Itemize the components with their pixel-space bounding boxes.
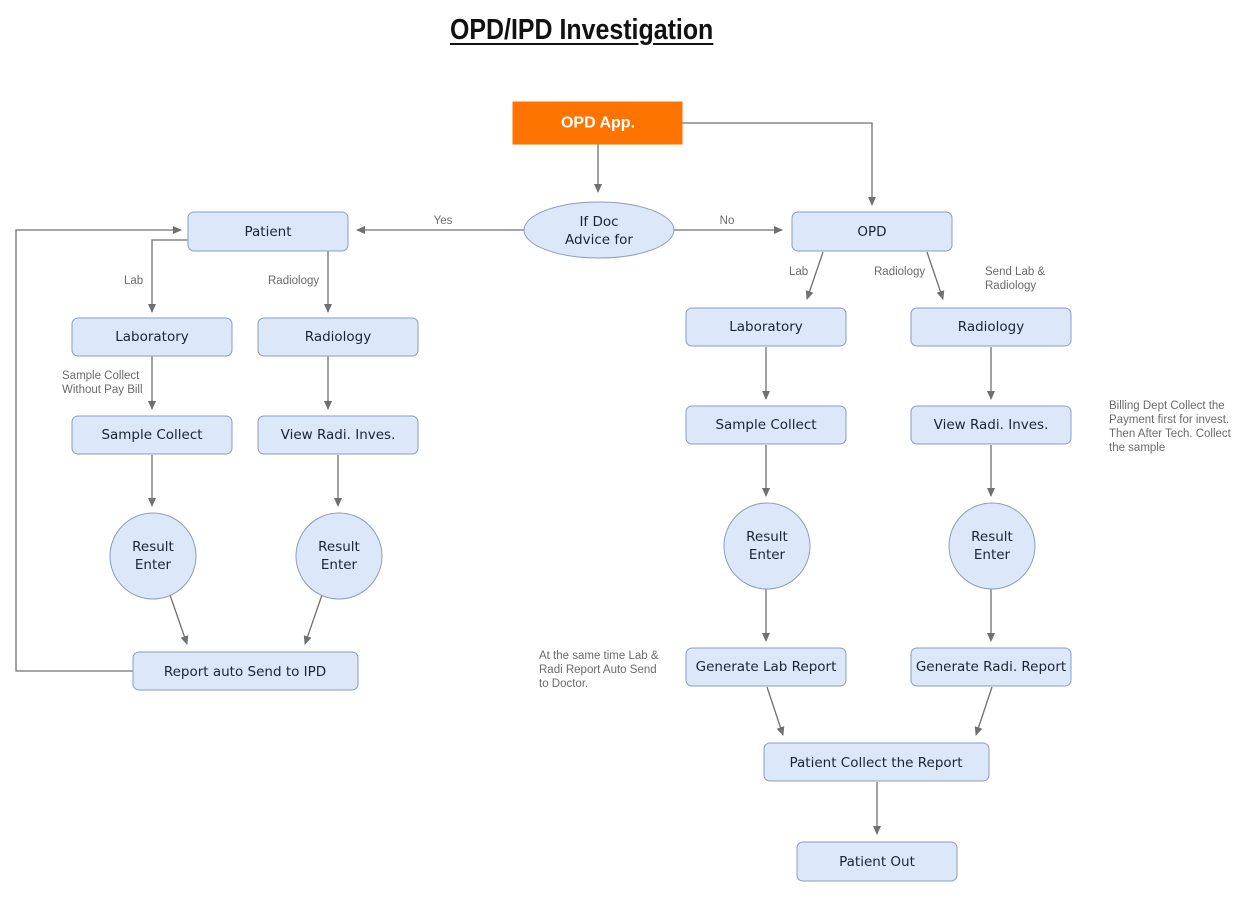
note-sample-collect-line1: Sample Collect (62, 370, 140, 382)
node-ipd-sample-collect-label: Sample Collect (101, 427, 202, 443)
node-opd-gen-lab-report-label: Generate Lab Report (696, 659, 837, 675)
node-patient-out: Patient Out (796, 841, 958, 882)
node-patient-collect: Patient Collect the Report (763, 742, 990, 782)
edge-opd-laboratory (805, 251, 824, 300)
node-ipd-patient-label: Patient (244, 224, 291, 240)
edge-ipd-labresult-report (169, 594, 189, 645)
note-send-lab-line2: Radiology (985, 280, 1036, 292)
node-opd-radi-result: Result Enter (948, 502, 1036, 590)
edge-label-ipd-lab: Lab (124, 275, 143, 287)
edge-label-ipd-radiology: Radiology (268, 275, 319, 287)
node-ipd-view-radi-label: View Radi. Inves. (281, 427, 396, 443)
node-ipd-radi-result: Result Enter (295, 512, 383, 600)
node-ipd-radi-result-line1: Result (318, 539, 360, 555)
node-opd-sample-collect: Sample Collect (685, 405, 847, 445)
node-decision: If Doc Advice for (523, 201, 675, 259)
edges (15, 122, 995, 835)
node-ipd-radi-result-line2: Enter (321, 557, 358, 573)
node-ipd-patient: Patient (187, 211, 349, 252)
note-billing-line3: Then After Tech. Collect (1109, 428, 1232, 440)
node-patient-out-label: Patient Out (839, 854, 915, 870)
diagram-title: OPD/IPD Investigation (450, 14, 714, 46)
node-opd-gen-lab-report: Generate Lab Report (685, 647, 847, 687)
node-opd-radiology-label: Radiology (958, 319, 1025, 335)
edge-label-opd-lab: Lab (789, 266, 808, 278)
node-ipd-lab-result: Result Enter (109, 512, 197, 600)
node-opd-label: OPD (857, 224, 886, 240)
node-ipd-report-send: Report auto Send to IPD (132, 651, 359, 691)
node-opd-app-label: OPD App. (561, 115, 635, 132)
node-decision-line1: If Doc (579, 214, 618, 230)
node-opd-gen-radi-report: Generate Radi. Report (910, 647, 1072, 687)
node-opd-radiology: Radiology (910, 307, 1072, 347)
node-opd: OPD (791, 211, 953, 252)
node-ipd-radiology-label: Radiology (305, 329, 372, 345)
edge-opdapp-opd (682, 122, 876, 206)
edge-label-no: No (720, 215, 735, 227)
node-opd-laboratory: Laboratory (685, 307, 847, 347)
note-same-time-line2: Radi Report Auto Send (539, 664, 657, 676)
edge-ipd-radiresult-report (303, 594, 323, 645)
note-send-lab-line1: Send Lab & (985, 266, 1045, 278)
node-ipd-laboratory: Laboratory (71, 317, 233, 357)
node-ipd-sample-collect: Sample Collect (71, 415, 233, 455)
note-sample-collect-line2: Without Pay Bill (62, 384, 143, 396)
node-opd-radi-result-line2: Enter (974, 547, 1011, 563)
node-ipd-lab-result-line1: Result (132, 539, 174, 555)
edge-label-opd-radiology: Radiology (874, 266, 925, 278)
node-opd-sample-collect-label: Sample Collect (715, 417, 816, 433)
node-opd-lab-result-line1: Result (746, 529, 788, 545)
note-billing-line2: Payment first for invest. (1109, 414, 1229, 426)
edge-patient-laboratory (148, 239, 188, 313)
edge-genradi-collect (974, 686, 993, 736)
node-ipd-laboratory-label: Laboratory (115, 329, 189, 345)
note-same-time-line3: to Doctor. (539, 678, 588, 690)
node-opd-laboratory-label: Laboratory (729, 319, 803, 335)
node-opd-app: OPD App. (512, 101, 683, 145)
node-opd-view-radi-label: View Radi. Inves. (934, 417, 1049, 433)
node-opd-gen-radi-report-label: Generate Radi. Report (916, 659, 1066, 675)
edge-label-yes: Yes (434, 215, 453, 227)
node-opd-view-radi: View Radi. Inves. (910, 405, 1072, 445)
note-same-time-line1: At the same time Lab & (539, 650, 659, 662)
node-ipd-view-radi: View Radi. Inves. (257, 415, 419, 455)
note-billing-line4: the sample (1109, 442, 1165, 454)
edge-genlab-collect (766, 686, 785, 736)
node-opd-lab-result: Result Enter (723, 502, 811, 590)
edge-opd-radiology (926, 251, 945, 300)
node-ipd-radiology: Radiology (257, 317, 419, 357)
node-opd-radi-result-line1: Result (971, 529, 1013, 545)
node-patient-collect-label: Patient Collect the Report (790, 755, 963, 771)
node-ipd-lab-result-line2: Enter (135, 557, 172, 573)
node-ipd-report-send-label: Report auto Send to IPD (164, 664, 326, 680)
note-billing-line1: Billing Dept Collect the (1109, 400, 1225, 412)
node-decision-line2: Advice for (565, 232, 633, 248)
node-opd-lab-result-line2: Enter (749, 547, 786, 563)
edge-report-loop-patient (15, 226, 182, 672)
